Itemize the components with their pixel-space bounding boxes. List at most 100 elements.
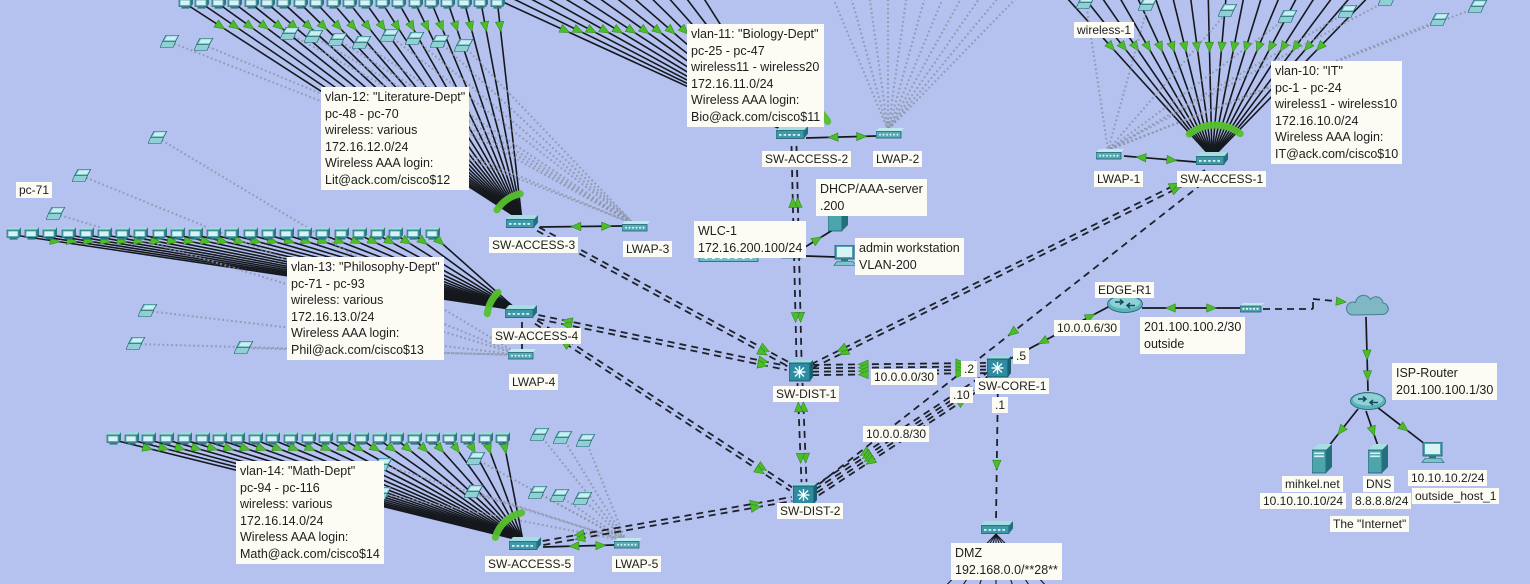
device-isp-router[interactable]	[1350, 392, 1386, 410]
link-math-wireless-6[interactable]	[585, 440, 627, 542]
device-pc[interactable]	[212, 432, 228, 445]
device-pc[interactable]	[159, 432, 175, 445]
device-pc[interactable]	[261, 227, 277, 240]
device-pc[interactable]	[224, 227, 240, 240]
device-laptop[interactable]	[379, 28, 400, 43]
device-laptop[interactable]	[572, 491, 593, 506]
device-pc[interactable]	[301, 432, 317, 445]
device-sw-access-1[interactable]	[1195, 152, 1228, 166]
link-lit-wireless-7[interactable]	[414, 38, 635, 225]
link-it-wired-4[interactable]	[1132, 0, 1213, 159]
device-pc[interactable]	[478, 432, 494, 445]
device-pc[interactable]	[309, 0, 325, 9]
device-pc[interactable]	[354, 432, 370, 445]
link-it-wired-5[interactable]	[1151, 0, 1213, 159]
device-pc[interactable]	[177, 432, 193, 445]
link-lit-wireless-8[interactable]	[439, 41, 635, 225]
device-pc[interactable]	[276, 0, 292, 9]
device-pc[interactable]	[141, 432, 157, 445]
device-edge-r1[interactable]	[1107, 295, 1143, 313]
link-lit-wired-17[interactable]	[464, 3, 523, 222]
link-math-wireless-5[interactable]	[562, 437, 627, 542]
link-math-wired-13[interactable]	[343, 439, 524, 542]
link-phil-wired-22[interactable]	[413, 234, 518, 311]
device-admin-workstation[interactable]	[833, 244, 857, 266]
link-lit-wireless-3[interactable]	[313, 36, 635, 225]
link-bio-wireless-1[interactable]	[848, 0, 890, 131]
device-laptop[interactable]	[159, 34, 180, 49]
device-laptop[interactable]	[1429, 12, 1450, 27]
link-math-wireless-4[interactable]	[539, 434, 627, 542]
link-phil-wireless-3[interactable]	[147, 309, 521, 357]
link-phil-wired-23[interactable]	[432, 234, 518, 311]
device-sw-dist-1[interactable]	[788, 360, 813, 382]
device-sw-dist-2[interactable]	[792, 483, 817, 505]
link-math-wireless-1[interactable]	[381, 492, 627, 543]
device-laptop[interactable]	[465, 451, 486, 466]
device-pc[interactable]	[358, 0, 374, 9]
link-trunk-acc1-dist1-0[interactable]	[812, 172, 1208, 369]
link-bio-wireless-2[interactable]	[868, 0, 890, 131]
device-pc[interactable]	[460, 432, 476, 445]
link-it-wireless-0[interactable]	[1084, 2, 1110, 151]
link-it-wired-11[interactable]	[1211, 0, 1265, 159]
link-it-wired-1[interactable]	[1075, 0, 1213, 159]
device-wan-modem[interactable]	[1239, 303, 1264, 313]
device-laptop[interactable]	[193, 37, 214, 52]
device-lwap-5[interactable]	[613, 538, 642, 549]
device-pc[interactable]	[178, 0, 194, 9]
device-pc[interactable]	[79, 227, 95, 240]
device-internet-cloud[interactable]	[1343, 293, 1389, 319]
device-pc[interactable]	[227, 0, 243, 9]
device-pc[interactable]	[336, 432, 352, 445]
link-lit-wireless-0[interactable]	[169, 41, 635, 225]
device-pc[interactable]	[211, 0, 227, 9]
link-bio-wireless-10[interactable]	[887, 0, 1028, 131]
device-laptop[interactable]	[137, 303, 158, 318]
link-trunk-acc4-dist2-1[interactable]	[534, 322, 791, 492]
link-math-wired-11[interactable]	[308, 439, 524, 542]
link-math-wireless-9[interactable]	[582, 498, 627, 542]
link-it-wired-10[interactable]	[1211, 0, 1246, 159]
link-math-wired-22[interactable]	[502, 439, 524, 542]
device-pc[interactable]	[425, 227, 441, 240]
device-sw-access-5[interactable]	[508, 537, 541, 551]
device-pc[interactable]	[260, 0, 276, 9]
link-math-wired-12[interactable]	[326, 439, 524, 542]
link-it-wireless-1[interactable]	[1106, 4, 1150, 151]
device-pc[interactable]	[408, 0, 424, 9]
link-lit-wireless-9[interactable]	[463, 45, 635, 225]
device-pc[interactable]	[326, 0, 342, 9]
link-lit-wired-18[interactable]	[480, 3, 523, 222]
device-pc[interactable]	[195, 432, 211, 445]
device-sw-core-1[interactable]	[986, 356, 1011, 378]
device-laptop[interactable]	[1467, 0, 1488, 14]
link-math-wireless-3[interactable]	[473, 491, 627, 542]
device-lwap-1[interactable]	[1095, 149, 1124, 160]
device-laptop[interactable]	[45, 206, 66, 221]
link-trunk-acc4-dist1-0[interactable]	[538, 314, 788, 367]
link-trunk-acc1-dist1-1[interactable]	[810, 169, 1206, 366]
device-pc[interactable]	[424, 0, 440, 9]
device-pc[interactable]	[124, 432, 140, 445]
device-laptop[interactable]	[1277, 9, 1298, 24]
link-sw200-admin[interactable]	[805, 255, 837, 258]
link-math-wired-21[interactable]	[484, 439, 524, 542]
device-pc[interactable]	[24, 227, 40, 240]
device-pc[interactable]	[457, 0, 473, 9]
device-laptop[interactable]	[1075, 0, 1096, 10]
device-pc[interactable]	[372, 432, 388, 445]
link-it-wired-8[interactable]	[1207, 0, 1213, 159]
device-pc[interactable]	[42, 227, 58, 240]
device-pc[interactable]	[297, 227, 313, 240]
link-it-wireless-5[interactable]	[1107, 0, 1389, 151]
device-lwap-2[interactable]	[875, 128, 904, 139]
device-pc[interactable]	[97, 227, 113, 240]
device-dns-server[interactable]	[1367, 444, 1388, 474]
link-bio-wireless-9[interactable]	[887, 0, 1008, 131]
link-math-wired-14[interactable]	[361, 439, 524, 542]
link-it-wireless-3[interactable]	[1107, 16, 1289, 151]
link-acc1-lwap1[interactable]	[1123, 155, 1197, 163]
link-math-wired-19[interactable]	[449, 439, 524, 542]
device-pc[interactable]	[315, 227, 331, 240]
